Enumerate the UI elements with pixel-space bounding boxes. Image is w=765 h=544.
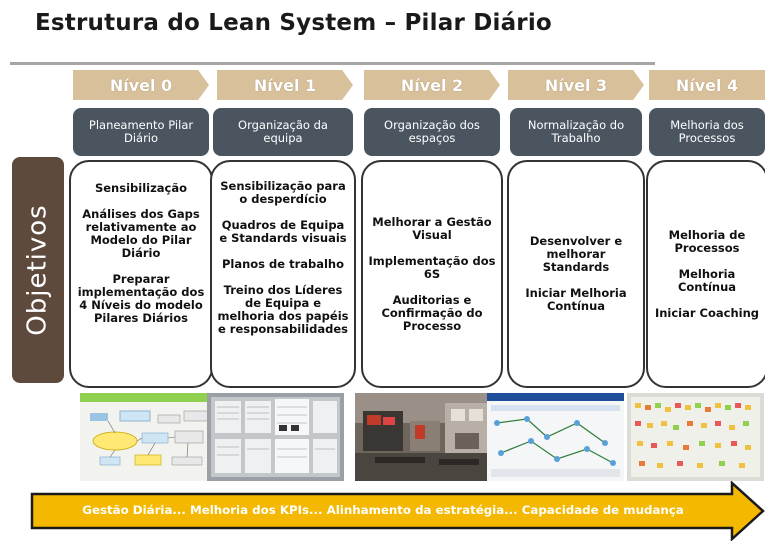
- level-header-3: Normalização do Trabalho: [510, 108, 642, 156]
- level-column-0: Nível 0 Planeamento Pilar Diário Sensibi…: [69, 70, 213, 388]
- level-tab-0: Nível 0: [73, 70, 209, 100]
- objective-item: Preparar implementação dos 4 Níveis do m…: [77, 272, 205, 325]
- photo-standard-work: [487, 393, 624, 481]
- objective-item: Análises dos Gaps relativamente ao Model…: [82, 207, 200, 260]
- level-tab-2: Nível 2: [364, 70, 500, 100]
- level-column-3: Nível 3 Normalização do Trabalho Desenvo…: [507, 70, 645, 388]
- level-objectives-0: Sensibilização Análises dos Gaps relativ…: [69, 160, 213, 388]
- objetivos-label: Objetivos: [23, 204, 54, 336]
- level-objectives-4: Melhoria de Processos Melhoria Contínua …: [646, 160, 765, 388]
- level-tab-1: Nível 1: [217, 70, 353, 100]
- objective-item: Treino dos Líderes de Equipa e melhoria …: [217, 283, 349, 336]
- objective-item: Melhorar a Gestão Visual: [372, 214, 492, 242]
- level-objectives-1: Sensibilização para o desperdício Quadro…: [210, 160, 356, 388]
- objective-item: Melhoria Contínua: [677, 266, 737, 294]
- level-column-4: Nível 4 Melhoria dos Processos Melhoria …: [646, 70, 765, 388]
- title-divider: [10, 62, 655, 65]
- level-column-1: Nível 1 Organização da equipa Sensibiliz…: [210, 70, 356, 388]
- level-header-0: Planeamento Pilar Diário: [73, 108, 209, 156]
- objective-item: Planos de trabalho: [221, 257, 345, 271]
- objective-item: Melhoria de Processos: [668, 227, 746, 255]
- level-column-2: Nível 2 Organização dos espaços Melhorar…: [361, 70, 503, 388]
- level-objectives-2: Melhorar a Gestão Visual Implementação d…: [361, 160, 503, 388]
- bottom-arrow: [30, 481, 765, 541]
- objective-item: Sensibilização: [94, 181, 188, 195]
- photo-improvement-board: [627, 393, 764, 481]
- photo-planning-diagram: [80, 393, 217, 481]
- level-tab-3: Nível 3: [508, 70, 644, 100]
- page-title: Estrutura do Lean System – Pilar Diário: [35, 10, 552, 36]
- objective-item: Auditorias e Confirmação do Processo: [381, 292, 483, 333]
- objective-item: Implementação dos 6S: [368, 253, 496, 281]
- objective-item: Sensibilização para o desperdício: [220, 179, 346, 206]
- objetivos-label-box: Objetivos: [12, 157, 64, 383]
- objective-item: Quadros de Equipa e Standards visuais: [219, 218, 347, 245]
- objective-item: Iniciar Coaching: [654, 305, 760, 320]
- level-header-2: Organização dos espaços: [364, 108, 500, 156]
- objective-item: Desenvolver e melhorar Standards: [529, 234, 623, 274]
- photo-workshop: [355, 393, 492, 481]
- level-objectives-3: Desenvolver e melhorar Standards Iniciar…: [507, 160, 645, 388]
- objective-item: Iniciar Melhoria Contínua: [525, 286, 627, 313]
- level-tab-4: Nível 4: [649, 70, 765, 100]
- level-header-4: Melhoria dos Processos: [649, 108, 765, 156]
- photo-team-board: [207, 393, 344, 481]
- bottom-arrow-text: Gestão Diária... Melhoria dos KPIs... Al…: [82, 503, 684, 517]
- level-header-1: Organização da equipa: [213, 108, 353, 156]
